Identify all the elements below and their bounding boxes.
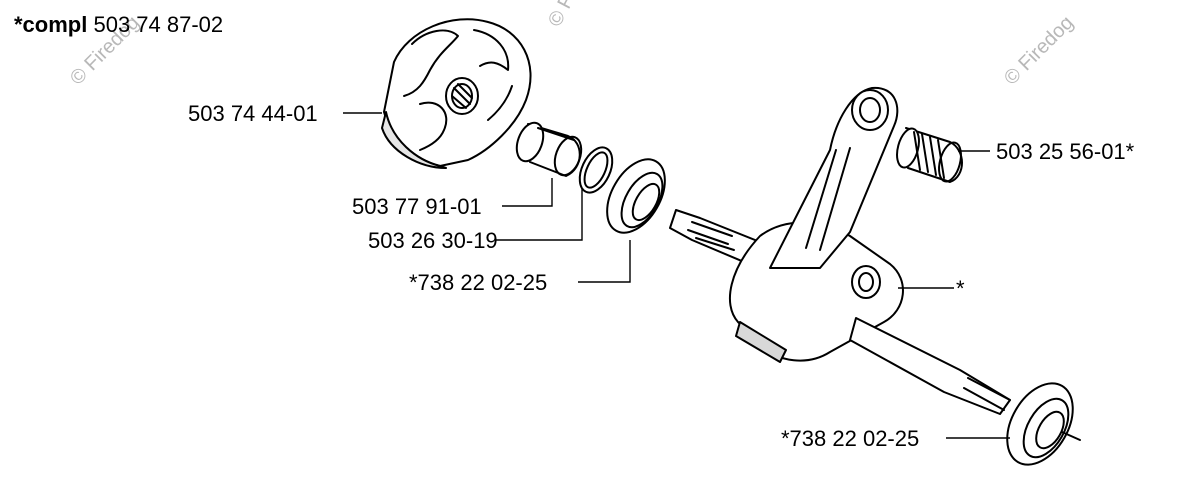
needle-bearing-drawing bbox=[896, 127, 963, 183]
part-label-clutch[interactable]: 503 74 44-01 bbox=[188, 101, 318, 126]
part-label-o-ring[interactable]: 503 26 30-19 bbox=[368, 228, 498, 253]
leader-lines bbox=[343, 112, 1010, 439]
assembly-title: *compl 503 74 87-02 bbox=[14, 14, 223, 36]
part-label-ball-bearing-upper[interactable]: *738 22 02-25 bbox=[409, 270, 548, 295]
assembly-title-prefix: *compl bbox=[14, 12, 88, 37]
clutch-drawing bbox=[381, 18, 532, 169]
assembly-part-number: 503 74 87-02 bbox=[93, 12, 224, 37]
o-ring-drawing bbox=[578, 146, 614, 194]
ball-bearing-lower-drawing bbox=[1006, 382, 1081, 466]
part-label-ball-bearing-lower[interactable]: *738 22 02-25 bbox=[781, 426, 920, 451]
part-label-needle-bearing[interactable]: 503 25 56-01* bbox=[996, 139, 1135, 164]
crankshaft-drawing bbox=[669, 86, 1011, 415]
part-label-bearing-sleeve[interactable]: 503 77 91-01 bbox=[352, 194, 482, 219]
bearing-sleeve-drawing bbox=[515, 121, 583, 177]
part-label-crankshaft[interactable]: * bbox=[956, 276, 965, 301]
ball-bearing-upper-drawing bbox=[606, 158, 666, 234]
